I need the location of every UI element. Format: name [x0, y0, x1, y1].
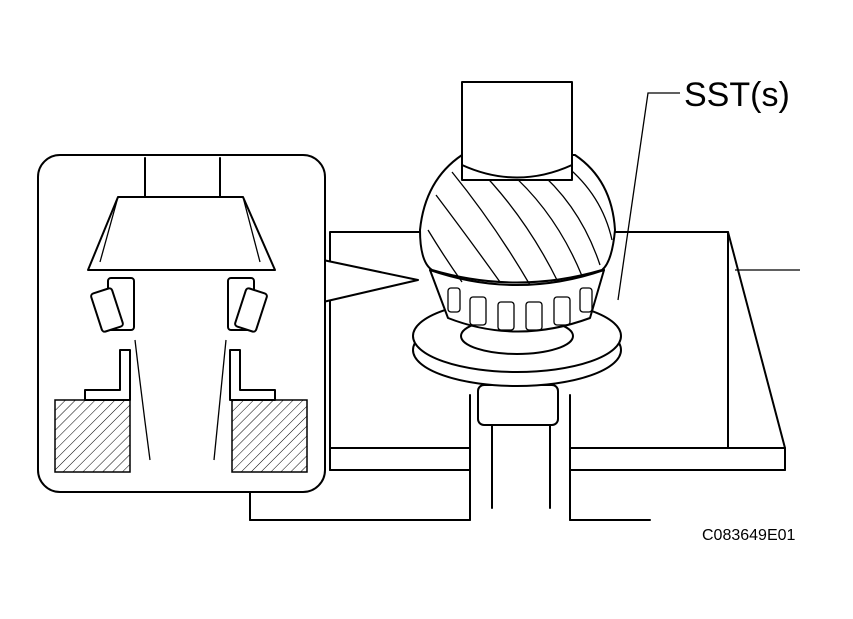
press-ram — [461, 81, 573, 181]
inset-detail — [37, 154, 326, 493]
sst-label: SST(s) — [684, 76, 790, 114]
pinion-shaft — [477, 384, 559, 426]
inset-bearing-right — [227, 277, 268, 333]
sst-leader-line — [617, 92, 680, 301]
bearing-cage — [429, 259, 605, 333]
inset-bearing-left — [90, 277, 135, 333]
figure-code: C083649E01 — [702, 527, 796, 544]
pinion-gear — [419, 154, 616, 286]
